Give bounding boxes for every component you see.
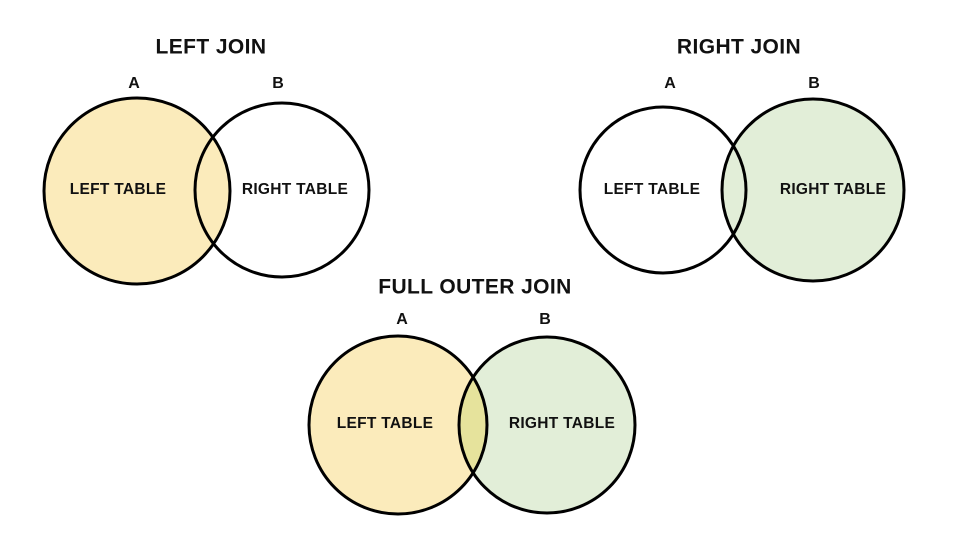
right-join-circle-b-outline	[720, 97, 906, 283]
right-join-title: RIGHT JOIN	[677, 36, 801, 59]
right-join-left-table-label: LEFT TABLE	[604, 181, 701, 198]
left-join-circle-a-fill	[44, 98, 230, 284]
right-join-circle-b-fill	[722, 99, 904, 281]
right-join-set-a-label: A	[664, 75, 676, 92]
diagram-left-join: LEFT JOIN A B LEFT TABLE RIGHT TABLE	[42, 36, 371, 286]
full-outer-join-circle-a-fill	[309, 336, 487, 514]
full-outer-join-circle-b-fill	[459, 337, 635, 513]
full-outer-join-set-b-label: B	[539, 311, 551, 328]
right-join-circle-a-fill	[580, 107, 746, 273]
left-join-circle-a-outline	[42, 96, 232, 286]
right-join-set-b-label: B	[808, 75, 820, 92]
left-join-left-table-label: LEFT TABLE	[70, 181, 167, 198]
full-outer-join-circle-b-outline	[457, 335, 637, 515]
left-join-title: LEFT JOIN	[156, 36, 267, 59]
left-join-set-a-label: A	[128, 75, 140, 92]
right-join-right-table-label: RIGHT TABLE	[780, 181, 886, 198]
full-outer-join-left-table-label: LEFT TABLE	[337, 415, 434, 432]
left-join-circle-b-outline	[193, 101, 371, 279]
left-join-right-table-label: RIGHT TABLE	[242, 181, 348, 198]
left-join-circle-b-fill	[195, 103, 369, 277]
diagram-right-join: RIGHT JOIN A B LEFT TABLE RIGHT TABLE	[578, 36, 906, 283]
full-outer-join-title: FULL OUTER JOIN	[378, 276, 571, 299]
full-outer-join-right-table-label: RIGHT TABLE	[509, 415, 615, 432]
full-outer-join-set-a-label: A	[396, 311, 408, 328]
full-outer-join-circle-a-outline	[307, 334, 489, 516]
diagram-full-outer-join: FULL OUTER JOIN A B LEFT TABLE RIGHT TAB…	[307, 276, 637, 516]
left-join-set-b-label: B	[272, 75, 284, 92]
right-join-circle-a-outline	[578, 105, 748, 275]
